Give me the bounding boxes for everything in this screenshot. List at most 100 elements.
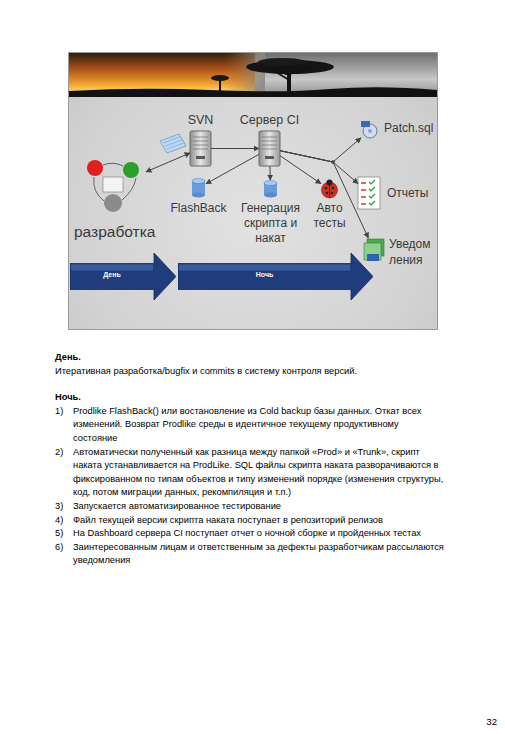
arrow-highlight — [71, 265, 153, 271]
dev-cycle-node: разработка — [84, 158, 146, 212]
notification-icon — [364, 239, 384, 261]
server-node: Сервер CI — [259, 131, 280, 166]
bug-dot — [331, 192, 334, 195]
list-item: 5)На Dashboard сервера CI поступает отче… — [55, 527, 445, 541]
list-number: 2) — [55, 446, 73, 500]
node-label: Patch.sql — [384, 121, 440, 135]
list-item: 1)Prodlike FlashBack() или востановление… — [55, 405, 445, 446]
db-body — [264, 183, 277, 195]
patch-icon — [361, 121, 377, 138]
node-label: Генерация скрипта и накат — [235, 201, 306, 246]
artifact-node: Уведом ления — [364, 238, 384, 262]
cycle-gray — [104, 194, 122, 212]
bug-icon — [322, 180, 338, 199]
sheet-shape — [160, 134, 186, 153]
list-text: Автоматически полученный как разница меж… — [73, 446, 445, 500]
artifact-node: Patch.sql — [361, 121, 379, 139]
branch-dot — [331, 160, 335, 164]
server-body — [190, 131, 211, 166]
banner-photo — [69, 53, 437, 97]
list-text: Запускается автоматизированное тестирова… — [73, 500, 445, 514]
report-marks — [361, 183, 366, 204]
cycle-green — [123, 162, 139, 178]
repository-sheet — [160, 134, 186, 153]
connector-arrow — [211, 148, 259, 149]
list-number: 6) — [55, 541, 73, 568]
connector-arrow — [280, 156, 321, 184]
cycle-doc — [103, 177, 123, 192]
notify-sheet — [367, 239, 384, 256]
section-heading: Ночь. — [55, 391, 445, 405]
disc-tag — [361, 121, 370, 127]
node-label: Уведом ления — [389, 236, 438, 268]
server-node: SVN — [190, 131, 211, 166]
arrow-shape — [70, 253, 176, 300]
bug-line — [329, 183, 330, 198]
tree-branches — [268, 67, 312, 80]
connector-arrow — [206, 154, 259, 184]
server-icon — [259, 131, 280, 166]
phase-arrow: День — [70, 253, 176, 300]
dev-cycle — [87, 160, 139, 212]
page-number: 32 — [486, 716, 497, 727]
disc-hole — [368, 129, 372, 133]
arrow-outline — [70, 253, 176, 300]
bug-dot — [326, 192, 329, 195]
node-label: Авто тесты — [308, 201, 351, 231]
database-icon — [264, 181, 277, 198]
body-text: Итеративная разработка/bugfix и commits … — [55, 365, 445, 379]
connector-arrow — [146, 153, 190, 172]
node-label: Отчеты — [387, 186, 437, 200]
cycle-red — [87, 160, 103, 176]
list-number: 3) — [55, 500, 73, 514]
list-number: 4) — [55, 514, 73, 528]
server-slots — [193, 137, 208, 149]
section-heading: День. — [55, 351, 445, 365]
arrow-outline — [178, 253, 373, 300]
list-item: 4)Файл текущей версии скрипта наката пос… — [55, 514, 445, 528]
db-bottom — [264, 193, 277, 198]
node-label: Сервер CI — [227, 113, 312, 128]
phase-arrow: Ночь — [178, 253, 373, 300]
small-tree — [219, 78, 221, 91]
list-text: Файл текущей версии скрипта наката посту… — [73, 514, 445, 528]
node-label: Ночь — [178, 271, 351, 279]
server-drive — [265, 156, 274, 159]
sunset-sky — [69, 53, 259, 97]
server-drive — [196, 156, 205, 159]
bug-body — [322, 182, 338, 198]
sky-blend — [225, 53, 265, 97]
connector-arrow — [269, 166, 270, 180]
tree-crown — [258, 58, 306, 66]
db-top — [264, 181, 277, 186]
tree-crown — [246, 60, 334, 74]
list-item: 2)Автоматически полученный как разница м… — [55, 446, 445, 500]
node-label: SVN — [170, 113, 231, 128]
connector-arrow — [280, 151, 358, 184]
tree-trunk — [287, 68, 291, 91]
sheet-stripes — [163, 137, 185, 150]
ground-silhouette — [69, 87, 437, 97]
notify-tag — [367, 254, 379, 261]
db-body — [192, 181, 205, 195]
node-label: разработка — [74, 222, 184, 241]
artifact-node: Отчеты — [358, 177, 380, 209]
report-paper — [358, 177, 380, 209]
list-text: Заинтересованным лицам и ответственным з… — [73, 541, 445, 568]
notes-text: День.Итеративная разработка/bugfix и com… — [55, 351, 445, 568]
small-tree — [211, 75, 229, 81]
report-icon — [358, 177, 380, 209]
list-text: Prodlike FlashBack() или востановление и… — [73, 405, 445, 446]
step-node: Генерация скрипта и накат — [263, 180, 278, 197]
database-icon — [192, 179, 205, 198]
step-node: FlashBack — [191, 178, 206, 198]
db-top — [192, 179, 205, 184]
server-icon — [190, 131, 211, 166]
list-number: 5) — [55, 527, 73, 541]
bug-dot — [325, 187, 328, 190]
disc — [363, 124, 377, 138]
db-bottom — [192, 193, 205, 198]
node-label: День — [70, 271, 154, 279]
notify-sheet — [364, 243, 381, 260]
